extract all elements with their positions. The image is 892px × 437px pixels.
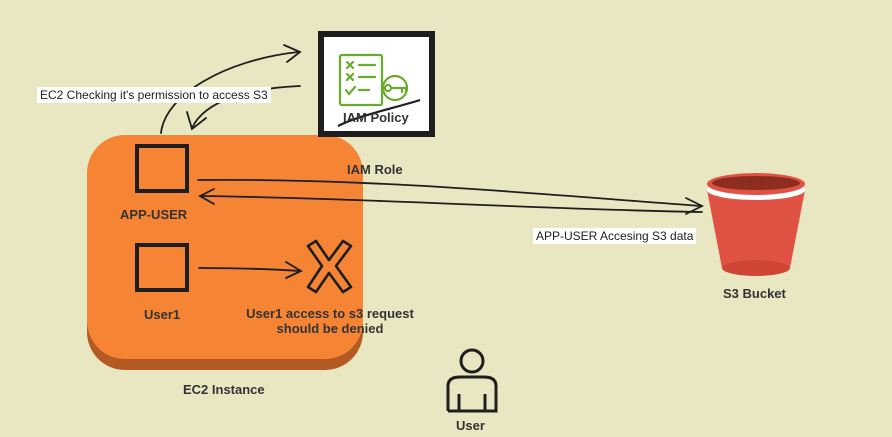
user-label: User: [456, 418, 485, 433]
edge-s3-to-app-user[interactable]: [199, 195, 703, 213]
s3-bucket-label: S3 Bucket: [723, 286, 786, 301]
checklist-key-icon: [338, 53, 409, 107]
iam-role-label: IAM Role: [347, 162, 403, 177]
arrowhead-app-user: [198, 188, 215, 205]
iam-policy-label: IAM Policy: [343, 110, 409, 125]
edge-app-user-to-policy[interactable]: [160, 51, 299, 134]
denied-note: User1 access to s3 request should be den…: [233, 306, 427, 336]
app-user-label: APP-USER: [120, 207, 188, 222]
denied-note-line2: should be denied: [276, 321, 384, 336]
user1-label: User1: [144, 307, 181, 322]
arrowhead-ec2-return: [186, 111, 207, 131]
app-user-box[interactable]: [135, 144, 189, 193]
permission-check-edge-label: EC2 Checking it's permission to access S…: [37, 87, 271, 103]
arrowhead-deny: [285, 261, 303, 279]
deny-x-icon: [306, 239, 353, 294]
user1-box[interactable]: [135, 243, 189, 292]
ec2-instance-label: EC2 Instance: [183, 382, 265, 397]
edge-user1-to-deny[interactable]: [198, 267, 301, 272]
arrowhead-policy-upper: [283, 44, 302, 63]
policy-card-stroke: [337, 98, 421, 127]
user-icon[interactable]: [446, 348, 498, 413]
bucket-icon[interactable]: [707, 173, 805, 276]
denied-note-line1: User1 access to s3 request: [246, 306, 414, 321]
edge-app-user-to-s3[interactable]: [197, 178, 703, 207]
s3-access-edge-label: APP-USER Accesing S3 data: [533, 228, 697, 244]
